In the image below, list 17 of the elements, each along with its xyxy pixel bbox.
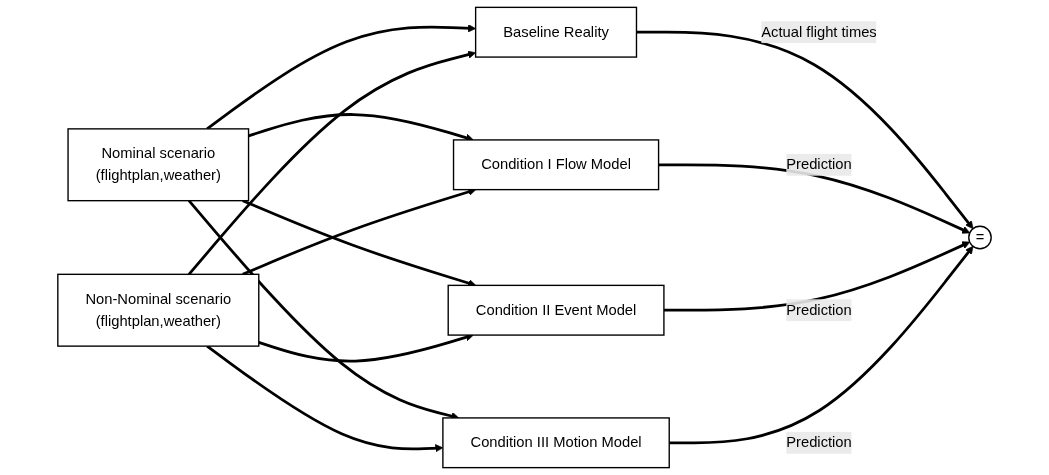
node-box: Condition I Flow Model: [452, 139, 660, 191]
arrow: [669, 245, 974, 445]
edge-label: Prediction: [786, 434, 852, 451]
arrow: [636, 30, 974, 230]
arrow: [206, 24, 476, 130]
edge-label: Prediction: [786, 156, 852, 173]
node-box: Non-Nominal scenario (flightplan,weather): [57, 273, 260, 347]
node-box: Condition II Event Model: [447, 284, 665, 336]
arrow: [187, 50, 476, 276]
edge-label: Prediction: [786, 301, 852, 318]
node-box: Condition III Motion Model: [442, 417, 670, 469]
arrow: [663, 241, 971, 312]
node-box: Nominal scenario (flightplan,weather): [67, 128, 250, 202]
node-circle: =: [968, 225, 992, 250]
node-box: Baseline Reality: [474, 6, 638, 58]
arrow: [658, 163, 971, 234]
edge-label: Actual flight times: [761, 23, 877, 40]
